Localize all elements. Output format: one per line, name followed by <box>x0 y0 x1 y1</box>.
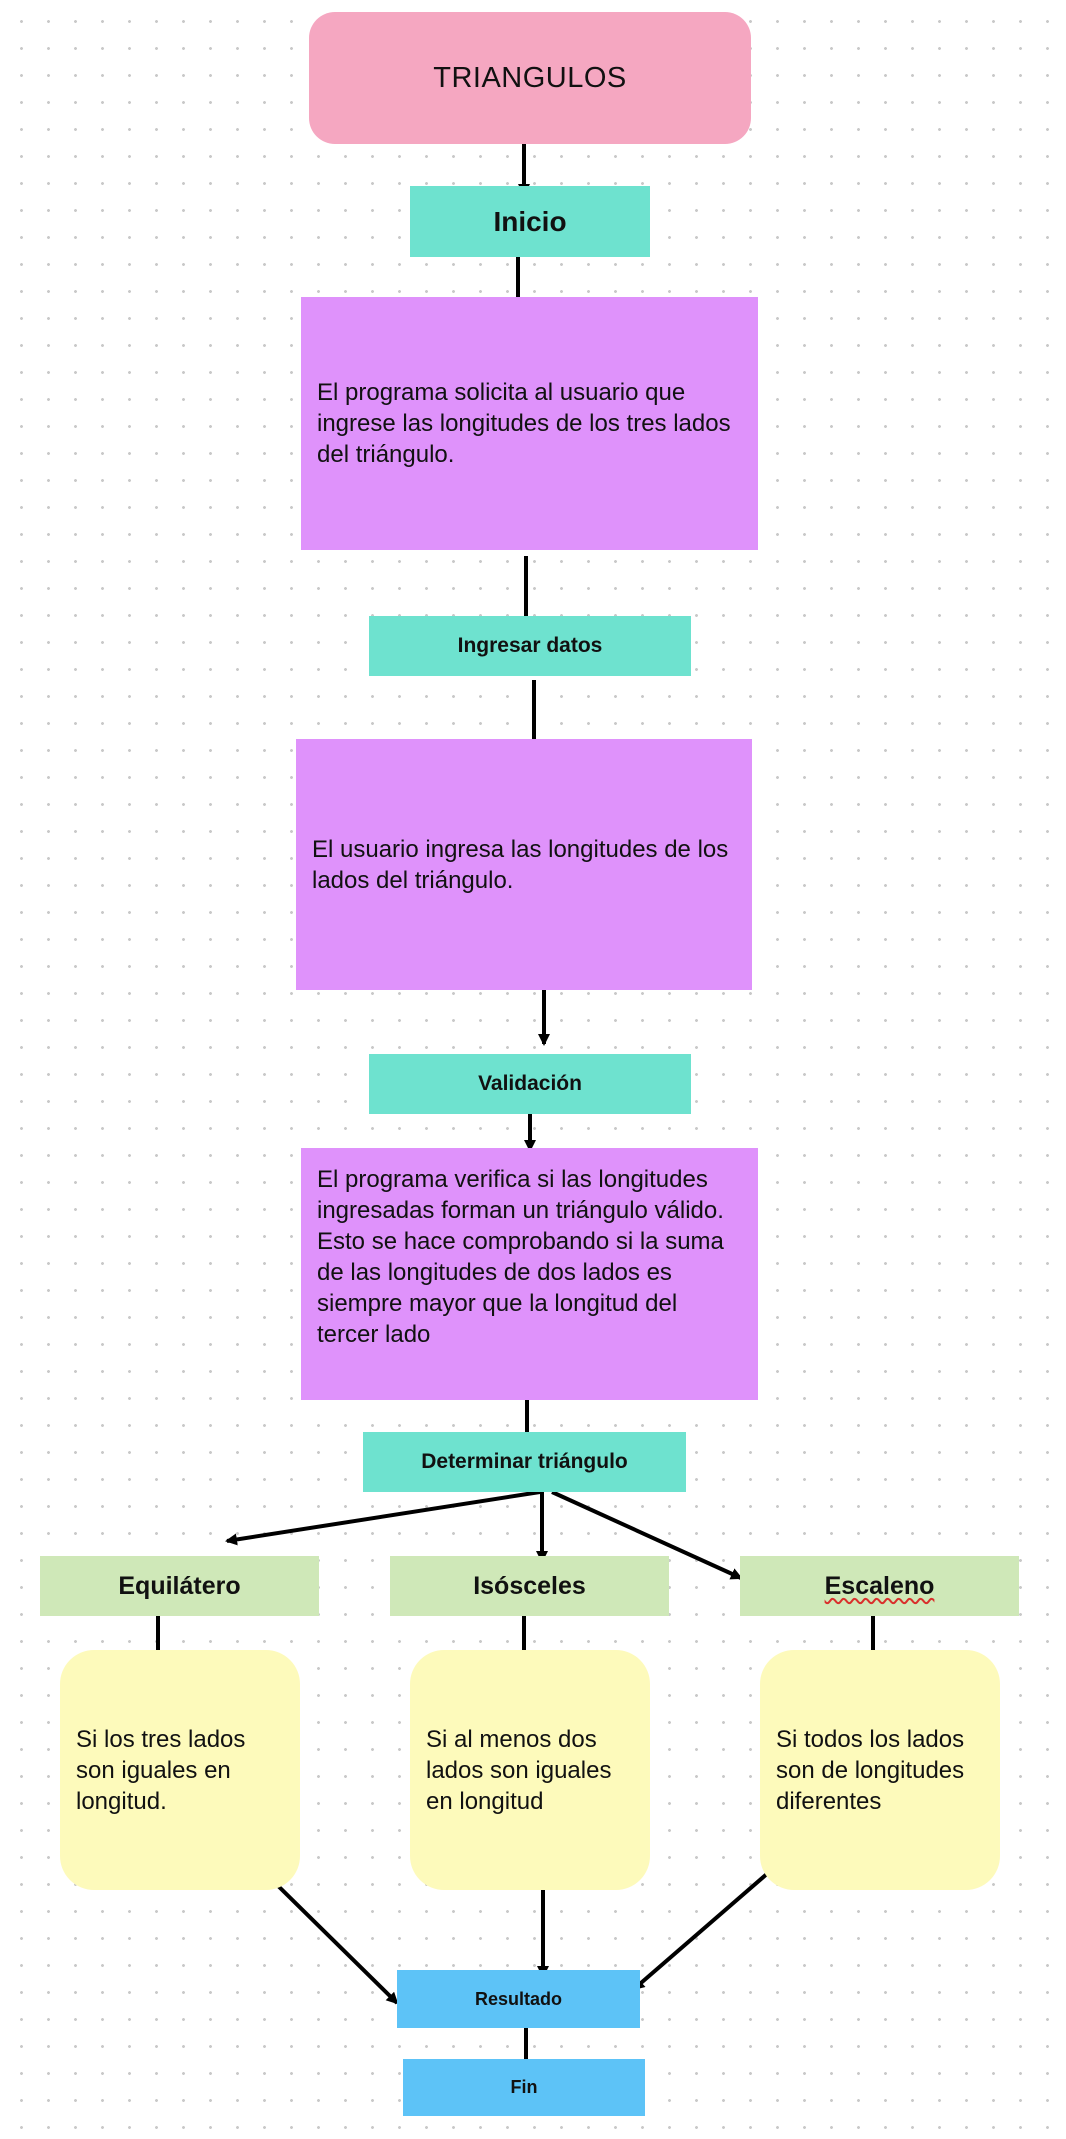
desc-equilatero: Si los tres lados son iguales en longitu… <box>60 1650 300 1890</box>
node-validacion: Validación <box>369 1054 691 1114</box>
desc-isosceles-text: Si al menos dos lados son iguales en lon… <box>426 1725 612 1815</box>
type-isosceles-label: Isósceles <box>473 1571 586 1600</box>
node-fin: Fin <box>403 2059 645 2116</box>
desc-equilatero-text: Si los tres lados son iguales en longitu… <box>76 1725 246 1815</box>
title-label: TRIANGULOS <box>433 61 627 94</box>
desc-escaleno-text: Si todos los lados son de longitudes dif… <box>776 1725 965 1815</box>
node-determinar: Determinar triángulo <box>363 1432 686 1492</box>
node-inicio: Inicio <box>410 186 650 257</box>
node-solicita: El programa solicita al usuario que ingr… <box>301 297 758 550</box>
desc-isosceles: Si al menos dos lados son iguales en lon… <box>410 1650 650 1890</box>
type-escaleno-label: Escaleno <box>824 1571 935 1600</box>
node-inicio-label: Inicio <box>493 205 567 237</box>
type-isosceles: Isósceles <box>390 1556 669 1616</box>
arrow-escaleno-desc-to-resultado <box>632 1871 770 1991</box>
node-resultado: Resultado <box>397 1970 640 2028</box>
arrow-determinar-to-escaleno <box>551 1490 743 1580</box>
node-verifica-text: El programa verifica si las longitudes i… <box>317 1166 724 1348</box>
node-ingresa-text: El usuario ingresa las longitudes de los… <box>312 835 729 894</box>
node-ingresar-datos-label: Ingresar datos <box>457 634 603 657</box>
node-resultado-label: Resultado <box>474 1988 562 2009</box>
desc-escaleno: Si todos los lados son de longitudes dif… <box>760 1650 1000 1890</box>
type-equilatero-label: Equilátero <box>118 1571 241 1600</box>
node-fin-label: Fin <box>510 2077 538 2097</box>
node-ingresar-datos: Ingresar datos <box>369 616 691 676</box>
node-ingresa: El usuario ingresa las longitudes de los… <box>296 739 752 990</box>
type-escaleno: Escaleno <box>740 1556 1019 1616</box>
type-equilatero: Equilátero <box>40 1556 319 1616</box>
node-validacion-label: Validación <box>478 1072 582 1095</box>
arrow-determinar-to-equilatero <box>225 1490 541 1546</box>
node-verifica: El programa verifica si las longitudes i… <box>301 1148 758 1400</box>
title-node: TRIANGULOS <box>309 12 751 144</box>
arrow-equilatero-desc-to-resultado <box>263 1871 399 2005</box>
node-determinar-label: Determinar triángulo <box>421 1450 628 1473</box>
node-solicita-text: El programa solicita al usuario que ingr… <box>317 379 731 468</box>
